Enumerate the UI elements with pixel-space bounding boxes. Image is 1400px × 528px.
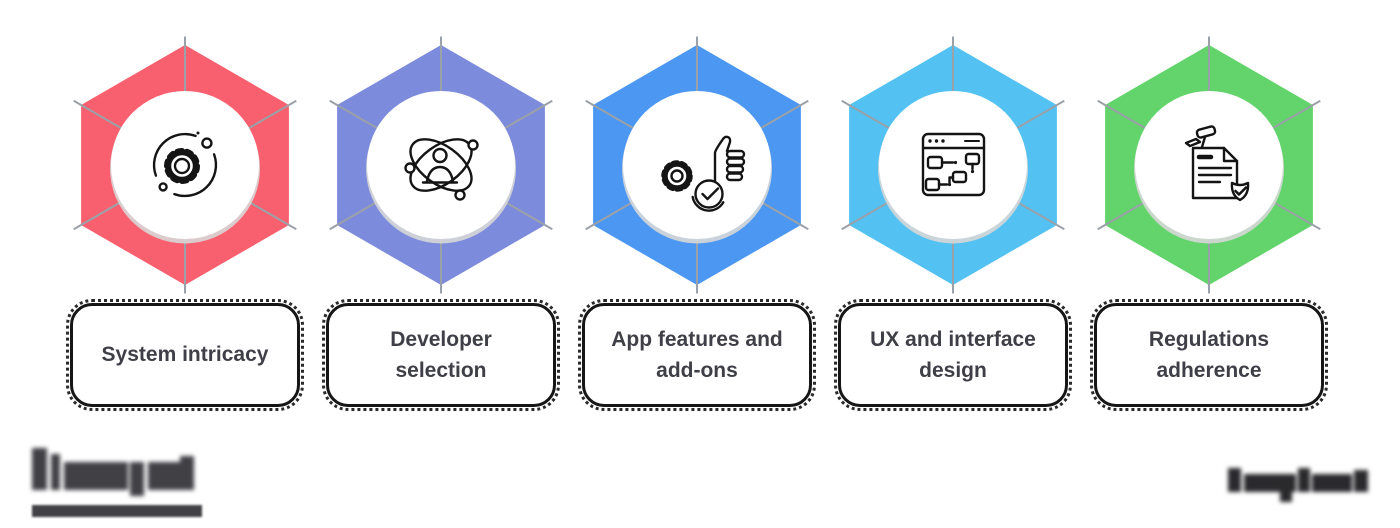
right-logo-wordmark-blurred-icon bbox=[1228, 468, 1368, 502]
gear-orbit-icon bbox=[152, 131, 218, 198]
inner-circle bbox=[623, 91, 771, 239]
document-gavel-shield-icon bbox=[1184, 125, 1250, 202]
step-label-card: System intricacy bbox=[66, 299, 304, 411]
hexagon-graphic bbox=[73, 36, 297, 294]
gear-thumbs-up-check-icon bbox=[661, 135, 746, 212]
left-logo-underline bbox=[32, 505, 202, 517]
step-label: App features and add-ons bbox=[611, 327, 783, 383]
hexagon-graphic bbox=[329, 36, 553, 294]
step-label: Regulations adherence bbox=[1148, 327, 1270, 383]
step-label-card: Developer selection bbox=[322, 299, 560, 411]
step-card-developer-selection: Developer selection bbox=[322, 35, 560, 411]
step-label: Developer selection bbox=[390, 327, 492, 383]
developer-network-icon bbox=[404, 138, 479, 201]
step-label: UX and interface design bbox=[870, 327, 1036, 383]
step-card-regulations: Regulations adherence bbox=[1090, 35, 1328, 411]
left-logo-wordmark-blurred-icon bbox=[32, 448, 194, 496]
right-logo-blurred bbox=[1228, 460, 1370, 504]
inner-circle bbox=[367, 91, 515, 239]
hexagon-graphic bbox=[1097, 36, 1321, 294]
step-card-ux-design: UX and interface design bbox=[834, 35, 1072, 411]
steps-row: System intricacy bbox=[66, 35, 1328, 411]
step-card-app-features: App features and add-ons bbox=[578, 35, 816, 411]
step-label: System intricacy bbox=[101, 343, 269, 367]
step-label-card: App features and add-ons bbox=[578, 299, 816, 411]
step-label-card: Regulations adherence bbox=[1090, 299, 1328, 411]
browser-wireframe-icon bbox=[921, 132, 986, 197]
inner-circle bbox=[879, 91, 1027, 239]
step-card-system-intricacy: System intricacy bbox=[66, 35, 304, 411]
hexagon-graphic bbox=[841, 36, 1065, 294]
left-logo-blurred bbox=[32, 446, 202, 517]
step-label-card: UX and interface design bbox=[834, 299, 1072, 411]
hexagon-graphic bbox=[585, 36, 809, 294]
